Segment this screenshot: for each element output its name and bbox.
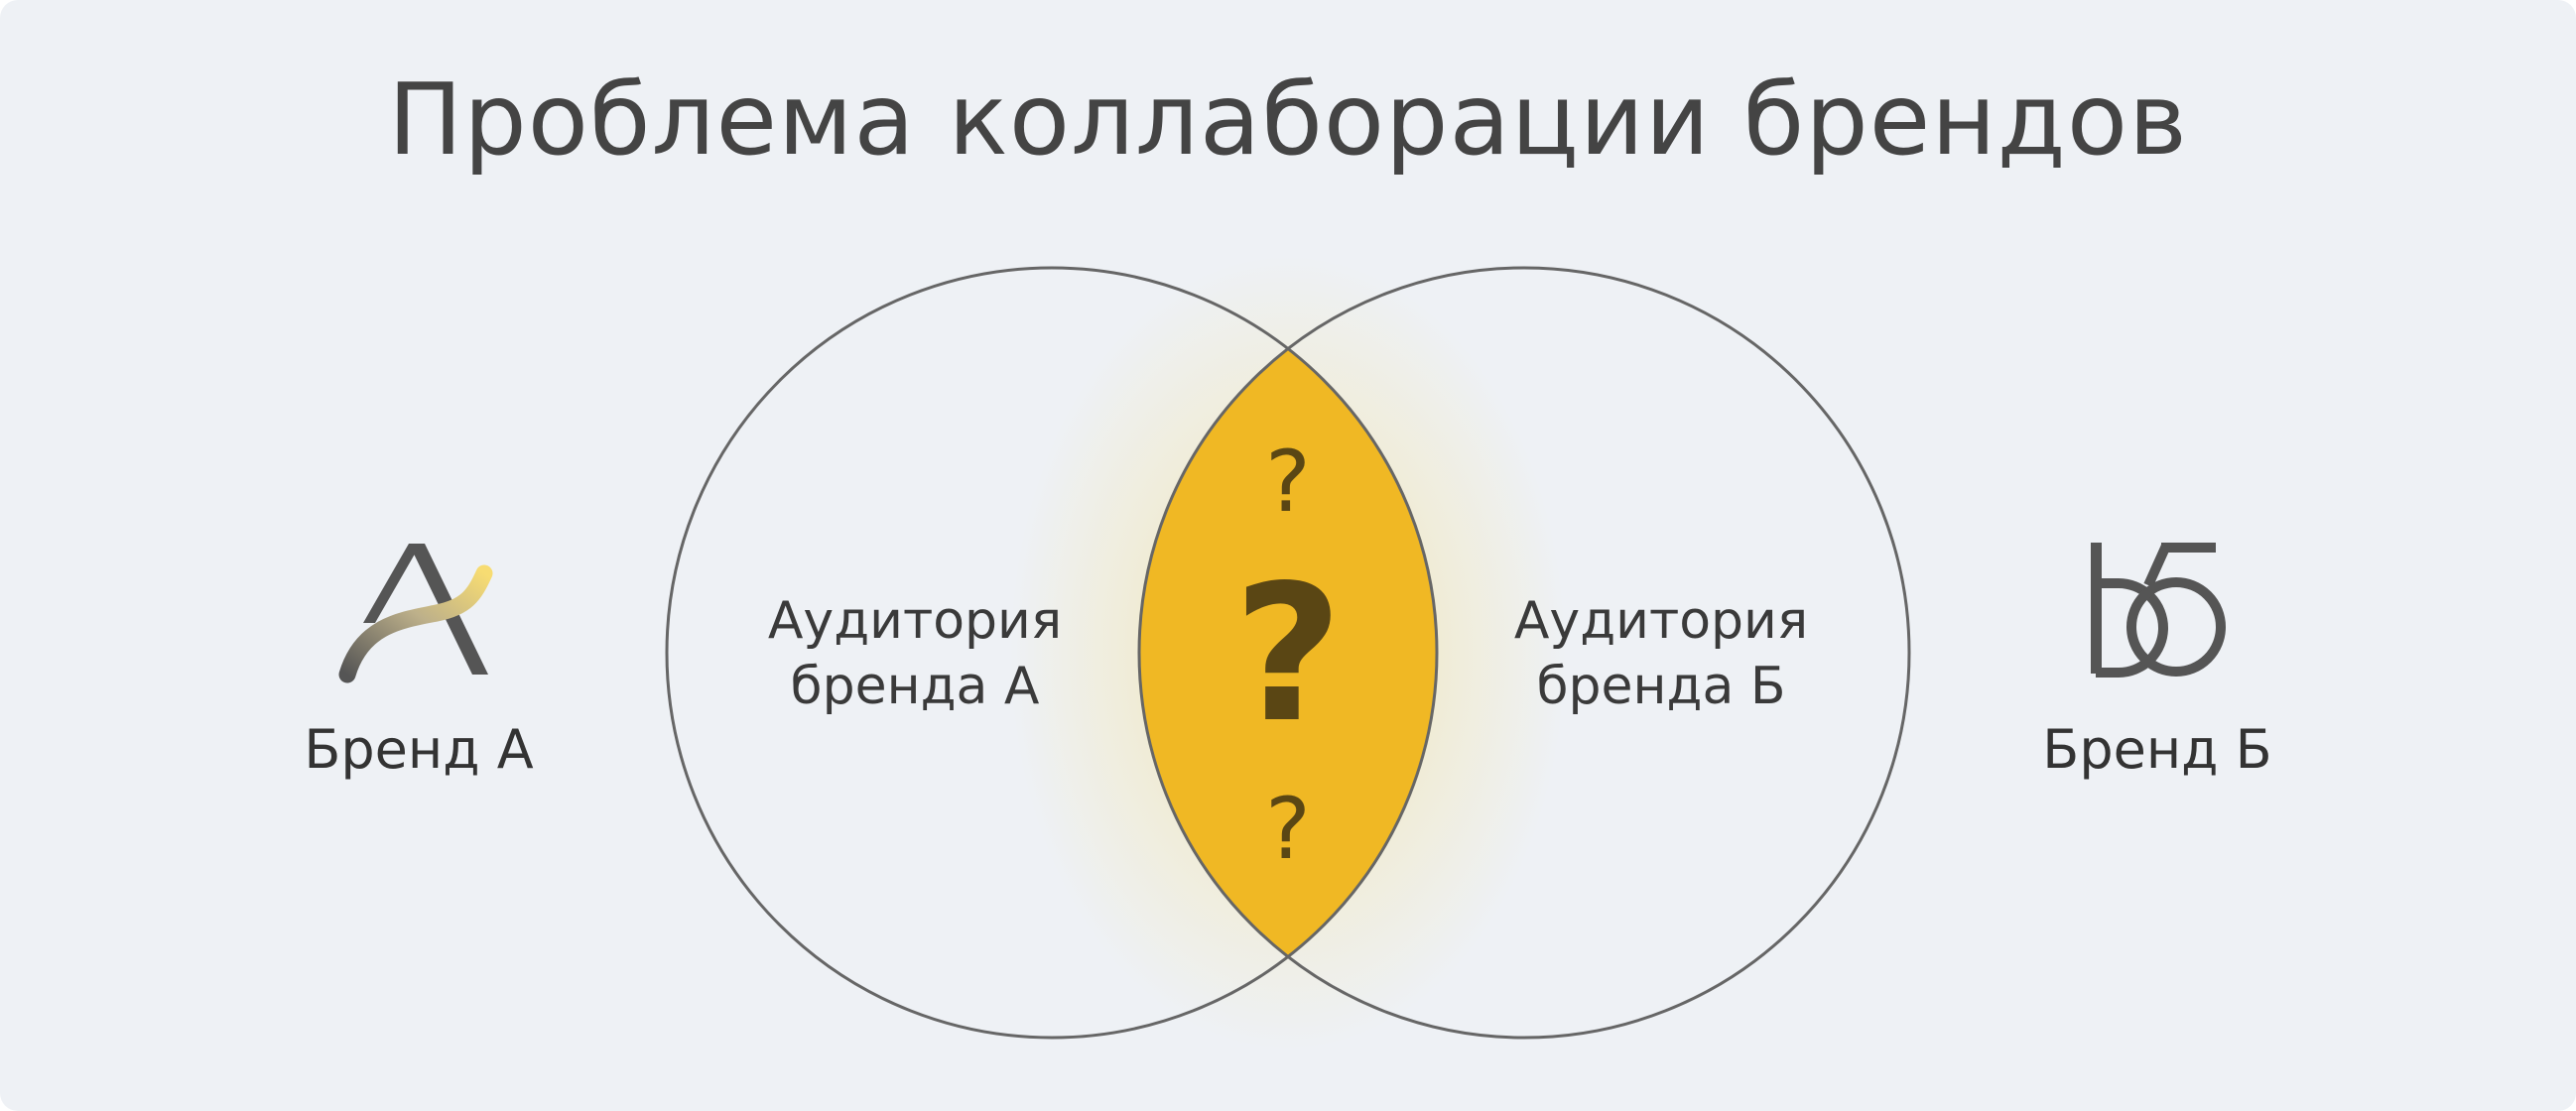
audience-circle-b <box>1137 266 1911 1040</box>
audience-label-a-line2: бренда А <box>790 657 1040 716</box>
brand-a-logo-icon <box>338 544 493 683</box>
question-mark-center: ? <box>1233 545 1343 764</box>
audience-label-b-line1: Аудитория <box>1513 591 1809 651</box>
intersection-area <box>1139 268 1437 1038</box>
audience-label-a: Аудитория бренда А <box>707 588 1123 719</box>
audience-label-a-line1: Аудитория <box>767 591 1063 651</box>
brand-b-logo-icon <box>2091 543 2226 678</box>
audience-circle-a <box>665 266 1439 1040</box>
brand-a-label: Бренд А <box>304 718 534 781</box>
audience-label-b-line2: бренда Б <box>1536 657 1786 716</box>
question-mark-top: ? <box>1265 432 1311 532</box>
brand-b-label: Бренд Б <box>2042 718 2272 781</box>
audience-label-b: Аудитория бренда Б <box>1453 588 1869 719</box>
question-mark-bottom: ? <box>1265 780 1311 879</box>
slide-title: Проблема коллаборации брендов <box>388 62 2188 178</box>
